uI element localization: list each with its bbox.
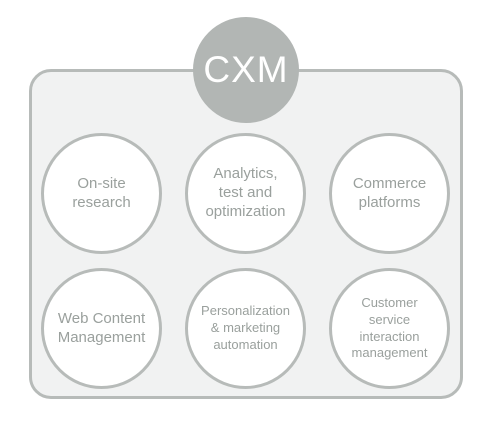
node-customer-service-interaction-management: Customer service interaction management [329,268,450,389]
cxm-hub-circle: CXM [193,17,299,123]
node-on-site-research: On-site research [41,133,162,254]
node-personalization-marketing-automation: Personalization & marketing automation [185,268,306,389]
node-web-content-management: Web Content Management [41,268,162,389]
node-commerce-platforms: Commerce platforms [329,133,450,254]
node-analytics-test-optimization: Analytics, test and optimization [185,133,306,254]
cxm-hub-label: CXM [203,49,289,90]
